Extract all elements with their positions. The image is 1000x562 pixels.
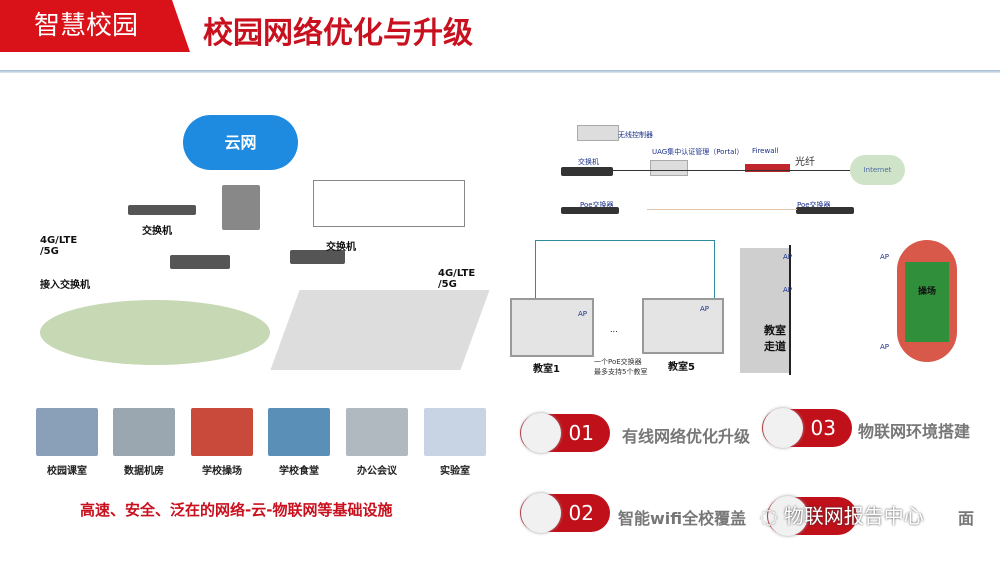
ap-label: AP (880, 343, 890, 351)
label: 光纤 (795, 157, 815, 168)
cell-label: 4G/LTE /5G (40, 235, 78, 257)
photo-lab (424, 408, 486, 456)
ellipsis: ... (610, 325, 618, 334)
switch-icon (561, 167, 613, 176)
poe-switch-icon (796, 207, 854, 214)
classroom-5-image (642, 298, 724, 354)
ap-label: AP (783, 253, 793, 261)
item-knob (768, 496, 808, 536)
photo-canteen (268, 408, 330, 456)
cloud-icon: 云网 (183, 115, 298, 170)
firewall-icon (745, 164, 790, 172)
photo-caption: 实验室 (440, 466, 470, 477)
item-label: 智能wifi全校覆盖 (618, 509, 747, 528)
campus-building-illustration (40, 300, 270, 365)
wechat-icon: ◌ (760, 504, 784, 528)
poe-switch-icon (561, 207, 619, 214)
switch-icon (170, 255, 230, 269)
item-label: 物联网环境搭建 (858, 422, 971, 441)
ap-label: AP (880, 253, 890, 261)
classroom-label: 教室1 (533, 364, 560, 375)
section-tag: 智慧校园 (0, 0, 190, 52)
label: UAG集中认证管理（Portal） (652, 148, 744, 156)
photo-caption: 学校食堂 (279, 466, 319, 477)
item-knob (521, 413, 561, 453)
connection-line (535, 240, 715, 241)
switch-label: 交换机 (142, 226, 172, 237)
photo-meeting (346, 408, 408, 456)
ap-label: AP (700, 305, 710, 313)
tagline: 高速、安全、泛在的网络-云-物联网等基础设施 (80, 501, 393, 519)
uag-icon (650, 160, 688, 176)
switch-label: 交换机 (326, 242, 356, 253)
ap-label: AP (783, 286, 793, 294)
item-knob (763, 408, 803, 448)
access-switch-label: 接入交换机 (40, 280, 90, 291)
connection-line (647, 209, 797, 210)
photo-server-room (113, 408, 175, 456)
photo-playground (191, 408, 253, 456)
cell-label: 4G/LTE /5G (438, 268, 476, 290)
photo-caption: 校园课室 (47, 466, 87, 477)
item-knob (521, 493, 561, 533)
item-label: 面 (958, 509, 975, 528)
core-switch-icon (222, 185, 260, 230)
switch-icon (290, 250, 345, 264)
playground-field: 操场 (905, 262, 949, 342)
connection-line (610, 170, 850, 171)
connection-line (714, 240, 715, 298)
classroom-1-image (510, 298, 594, 357)
poe-note: 一个PoE交换器 最多支持5个教室 (594, 358, 648, 376)
photo-caption: 学校操场 (202, 466, 242, 477)
wall-line (789, 245, 791, 375)
page-title: 校园网络优化与升级 (203, 16, 473, 51)
wireless-controller-icon (577, 125, 619, 141)
watermark: ◌ 物联网报告中心 (760, 500, 924, 529)
switch-icon (128, 205, 196, 215)
watermark-text: 物联网报告中心 (783, 504, 924, 528)
classroom-label: 教室5 (668, 362, 695, 373)
header-divider (0, 70, 1000, 73)
photo-caption: 办公会议 (357, 466, 397, 477)
server-box (313, 180, 465, 227)
building-floorplan-illustration (270, 290, 490, 370)
item-label: 有线网络优化升级 (622, 427, 751, 446)
label: Poe交换器 (580, 201, 614, 209)
label: Firewall (752, 147, 779, 155)
connection-line (535, 240, 536, 298)
label: 无线控制器 (618, 131, 653, 139)
label: 交换机 (578, 158, 599, 166)
corridor-image (740, 248, 790, 373)
photo-caption: 数据机房 (124, 466, 164, 477)
label: Poe交换器 (797, 201, 831, 209)
ap-label: AP (578, 310, 588, 318)
corridor-label: 教室 走道 (764, 324, 786, 353)
photo-classroom (36, 408, 98, 456)
internet-cloud-icon: Internet (850, 155, 905, 185)
